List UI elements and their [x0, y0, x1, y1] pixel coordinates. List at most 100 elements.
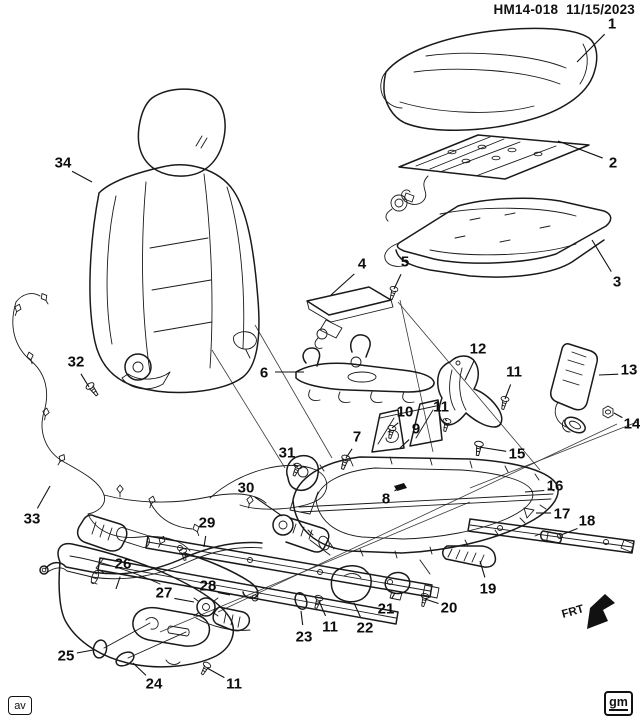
part-control-module: [306, 286, 394, 349]
callout-leader-19: [479, 560, 486, 578]
callout-10: 10: [397, 404, 414, 421]
callout-15: 15: [509, 446, 526, 463]
callout-26: 26: [115, 556, 132, 573]
part-mount-bracket: [330, 565, 372, 603]
callout-leader-20: [424, 598, 439, 605]
callout-27: 27: [156, 585, 173, 602]
callout-leader-24: [132, 662, 147, 676]
callout-4: 4: [358, 256, 367, 273]
part-adjuster-switch: [193, 597, 251, 632]
callout-20: 20: [441, 600, 458, 617]
part-harness-connector: [534, 530, 562, 544]
callout-25: 25: [58, 648, 75, 665]
callout-leader-1: [576, 33, 606, 63]
callout-leader-32: [80, 373, 90, 388]
callout-leader-11: [318, 600, 327, 617]
callout-2: 2: [609, 155, 617, 172]
part-seat-heater-pad: [385, 134, 590, 222]
part-towel-bar: [39, 541, 263, 580]
callout-11: 11: [322, 619, 338, 636]
drawing-date: 11/15/2023: [566, 2, 635, 17]
front-direction-indicator: FRT: [561, 594, 615, 629]
callout-leader-14: [613, 412, 623, 419]
callout-leader-33: [36, 485, 51, 509]
callout-leader-11: [504, 384, 512, 400]
part-plug: [115, 651, 135, 667]
callout-22: 22: [357, 620, 374, 637]
callout-34: 34: [55, 155, 72, 172]
callout-leader-29: [203, 535, 207, 548]
callout-leader-3: [591, 239, 612, 272]
part-seat-adjuster-tracks: [95, 518, 635, 625]
callout-28: 28: [200, 578, 217, 595]
callout-leader-12: [464, 360, 475, 381]
callout-18: 18: [579, 513, 596, 530]
screw-icon: [197, 660, 213, 677]
callout-24: 24: [146, 676, 163, 693]
callout-1: 1: [608, 16, 616, 33]
callout-5: 5: [401, 254, 409, 271]
callout-17: 17: [554, 506, 571, 523]
callout-30: 30: [238, 480, 255, 497]
drawing-number: HM14-018: [493, 2, 559, 17]
part-wiring-harness: [11, 291, 328, 552]
part-recliner-hinge: [286, 454, 320, 515]
callout-leader-16: [524, 489, 545, 493]
part-seat-cushion-pad: [384, 197, 612, 278]
part-module-bracket: [295, 334, 435, 403]
callout-leader-23: [300, 610, 304, 626]
callout-11: 11: [506, 364, 522, 381]
callout-29: 29: [199, 515, 216, 532]
part-adjuster-motor: [272, 514, 330, 553]
callout-leader-28: [217, 592, 231, 596]
revision-code: av: [14, 699, 26, 712]
clip-icon: [523, 507, 535, 519]
callout-6: 6: [260, 365, 268, 382]
part-seat-cushion-cover: [380, 27, 598, 131]
callout-leader-26: [115, 576, 121, 590]
callout-8: 8: [382, 491, 390, 508]
revision-code-badge: av: [8, 696, 32, 715]
callout-leader-18: [560, 527, 578, 536]
callout-leader-30: [254, 496, 283, 517]
callout-leader-11: [444, 418, 448, 422]
frt-label: FRT: [561, 603, 586, 621]
callout-leader-9: [399, 439, 410, 449]
part-seat-back-assembly: [89, 88, 260, 394]
callout-leader-10: [391, 422, 399, 429]
callout-leader-22: [353, 602, 361, 618]
screw-icon: [289, 461, 304, 478]
callout-13: 13: [621, 362, 638, 379]
callout-3: 3: [613, 274, 621, 291]
screw-icon: [384, 424, 397, 440]
part-cap: [92, 639, 108, 659]
screw-icon: [497, 395, 510, 411]
callout-32: 32: [68, 354, 85, 371]
callout-leader-4: [330, 273, 355, 296]
callout-leader-11: [206, 667, 225, 679]
callout-leader-34: [71, 170, 93, 183]
callout-leader-27: [174, 597, 195, 603]
callout-9: 9: [412, 421, 420, 438]
gm-logo-badge: gm: [604, 691, 633, 716]
part-linkage-rod: [183, 552, 259, 602]
callout-31: 31: [279, 445, 296, 462]
callout-leader-8: [394, 488, 398, 492]
part-side-shield: [437, 355, 503, 428]
callout-7: 7: [353, 429, 361, 446]
callout-leader-15: [478, 446, 507, 452]
part-track-end-cover: [442, 545, 497, 568]
part-o-ring: [294, 591, 308, 611]
callout-leader-2: [557, 140, 603, 159]
callout-23: 23: [296, 629, 313, 646]
front-arrow-icon: [587, 594, 615, 629]
callout-33: 33: [24, 511, 41, 528]
callout-12: 12: [470, 341, 487, 358]
callout-leader-25: [76, 649, 94, 654]
callout-16: 16: [547, 478, 564, 495]
part-seat-frame: [292, 399, 559, 559]
callout-leader-5: [393, 274, 402, 290]
